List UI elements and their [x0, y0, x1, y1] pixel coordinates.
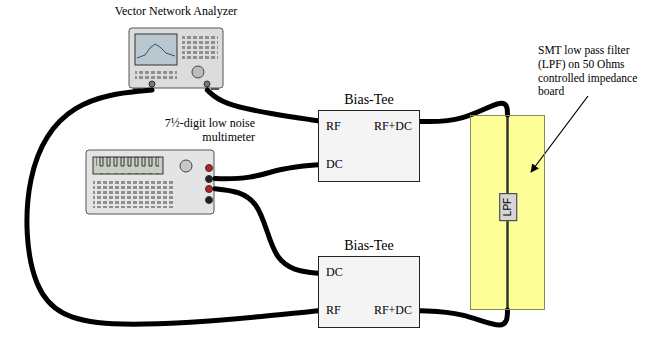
button-row — [135, 69, 177, 79]
analyzer-screen — [135, 34, 177, 65]
port-label: RF — [326, 304, 341, 318]
port-label: RF+DC — [374, 120, 412, 134]
filter-board: LPF — [470, 115, 545, 310]
network-analyzer-box: Vector Network Analyzer — [130, 26, 222, 90]
multimeter-display — [93, 157, 163, 174]
instrument-label: Vector Network Analyzer — [115, 5, 238, 19]
component-marking: LPF — [499, 193, 517, 221]
button-panel — [182, 35, 218, 61]
cable — [27, 90, 318, 324]
board-substrate — [470, 115, 545, 310]
multimeter — [86, 150, 214, 214]
box-heading: Bias-Tee — [344, 238, 394, 254]
display-digits — [96, 157, 159, 174]
screen-trace — [137, 44, 175, 58]
port-label: DC — [326, 266, 343, 280]
analyzer-body — [129, 28, 223, 88]
multimeter-body — [86, 150, 214, 214]
analyzer-foot — [211, 88, 219, 90]
callout-label: SMT low pass filter (LPF) on 50 Ohms con… — [538, 44, 650, 99]
cable — [215, 189, 318, 273]
box-heading: Bias-Tee — [344, 92, 394, 108]
cable — [420, 310, 508, 325]
cable — [420, 103, 508, 121]
network-analyzer — [129, 28, 223, 90]
port-label: RF+DC — [374, 304, 412, 318]
multimeter-knob — [180, 160, 192, 172]
test-board — [470, 115, 545, 310]
port-label: RF — [326, 120, 341, 134]
bias-tee-box: Bias-TeeDCRFRF+DC — [318, 256, 420, 328]
port-label: DC — [326, 158, 343, 172]
cable — [215, 165, 318, 179]
input-jack — [206, 165, 213, 172]
analyzer-port — [149, 81, 155, 87]
analyzer-knob — [192, 66, 204, 78]
instrument-label: 7½-digit low noise multimeter — [143, 117, 255, 145]
leader-arrow — [531, 96, 588, 172]
input-jack — [206, 186, 213, 193]
bias-tee-box: Bias-TeeRFRF+DCDC — [318, 110, 420, 182]
cable — [207, 90, 318, 121]
multimeter-box: 7½-digit low noise multimeter — [85, 148, 215, 216]
input-jack — [206, 197, 213, 204]
analyzer-port — [204, 81, 210, 87]
multimeter-buttons — [93, 180, 173, 208]
input-jack — [206, 176, 213, 183]
